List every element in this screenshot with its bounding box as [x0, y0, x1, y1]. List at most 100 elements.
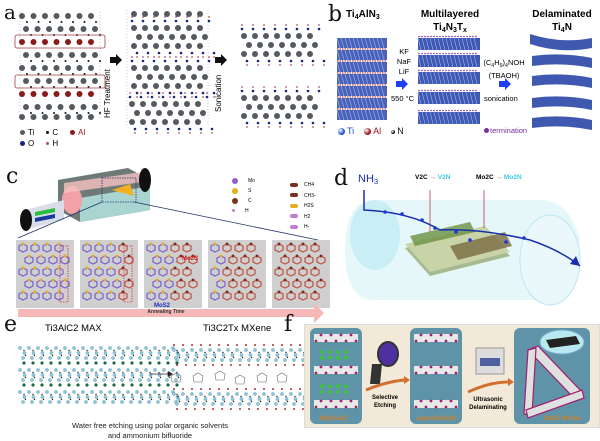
ti-atom — [176, 353, 181, 357]
ti-atom — [190, 348, 194, 352]
al-atom — [112, 361, 116, 365]
hexagon-ring — [106, 243, 116, 253]
termination-atom — [445, 89, 447, 92]
legend-label: CH4 — [304, 182, 315, 188]
o-atom — [196, 19, 200, 23]
lattice-line — [344, 61, 349, 73]
c-atom — [87, 60, 90, 62]
c-atom — [149, 371, 151, 374]
termination-atom — [418, 89, 420, 92]
c-atom — [99, 60, 101, 62]
h-atom — [195, 92, 197, 94]
ti-atom — [301, 42, 307, 48]
ti-atom — [45, 346, 49, 350]
legend-label: C — [248, 198, 252, 204]
ti-atom — [84, 356, 88, 360]
termination-atom — [451, 35, 453, 38]
hexagon-ring — [170, 291, 180, 301]
c-atom — [51, 398, 54, 401]
hexagon-ring — [286, 243, 296, 253]
lattice-line — [348, 85, 353, 97]
ti-atom — [39, 378, 43, 382]
termination-atom — [454, 89, 456, 92]
termination-atom — [424, 109, 426, 112]
al-atom — [58, 361, 62, 365]
al-atom — [103, 383, 107, 387]
h-atom — [312, 126, 314, 128]
ti-atom — [307, 33, 313, 39]
lattice-line — [417, 54, 422, 68]
c-atom — [176, 371, 178, 374]
c-atom — [140, 393, 142, 396]
mo-atom — [344, 405, 348, 409]
lattice-line — [457, 54, 462, 68]
c-atom — [122, 393, 124, 396]
o-atom — [190, 51, 194, 55]
legend-label: H2S — [304, 203, 314, 209]
c-atom — [99, 86, 101, 88]
delaminated-sheet — [532, 54, 592, 68]
ti-atom — [296, 51, 302, 57]
mo2c-flakes — [450, 232, 512, 260]
lattice-line — [429, 54, 434, 68]
hexagon-ring — [182, 291, 192, 301]
atom — [27, 254, 31, 258]
ti-atom — [283, 358, 287, 362]
hexagon-ring — [112, 279, 122, 289]
hexagon-ring — [82, 243, 92, 253]
atom — [149, 242, 153, 246]
atom-h-icon — [232, 209, 235, 213]
ti-atom — [120, 378, 124, 382]
termination-atom — [457, 89, 459, 92]
c-atom — [77, 349, 79, 352]
lattice-line — [437, 91, 442, 105]
legend-molecule: CH3- — [290, 191, 316, 202]
lattice-line — [425, 54, 430, 68]
termination-atom — [475, 35, 477, 38]
c-atom — [177, 395, 179, 398]
lattice-line — [465, 37, 470, 51]
lattice-line — [473, 37, 478, 51]
o-atom — [183, 95, 187, 99]
atom — [97, 242, 101, 246]
c-atom — [187, 356, 190, 359]
atom — [249, 266, 253, 270]
ti-atom — [31, 395, 36, 399]
h-atom — [142, 16, 144, 18]
ga-atom — [320, 356, 324, 360]
termination-atom — [463, 52, 465, 55]
hexagon-ring — [112, 255, 122, 265]
hexagon-ring — [234, 243, 244, 253]
selective-etching-label: Selective Etching — [366, 394, 404, 410]
ti-atom — [274, 113, 280, 119]
ti-atom — [246, 42, 252, 48]
mxene-layer — [337, 62, 387, 72]
ti-atom — [153, 83, 159, 89]
lattice-line — [352, 37, 357, 49]
o-atom — [210, 127, 214, 131]
hexagon-ring — [210, 267, 220, 277]
termination-atom — [436, 35, 438, 38]
atom — [45, 290, 49, 294]
o-atom — [295, 89, 299, 93]
lattice-line — [336, 49, 341, 61]
hexagon-ring — [100, 255, 110, 265]
delaminated-title: Delaminated Ti4N — [530, 8, 594, 37]
hexagon-ring — [106, 291, 116, 301]
c-atom — [96, 376, 99, 379]
ti-atom — [148, 351, 153, 355]
ti-atom — [138, 378, 142, 382]
al-atom — [31, 383, 35, 387]
mo-atom — [334, 371, 338, 375]
h-atom — [175, 56, 177, 58]
h-atom — [142, 56, 144, 58]
lattice-line — [380, 49, 385, 61]
lattice-line — [425, 91, 430, 105]
atom — [149, 290, 153, 294]
ti-atom — [175, 83, 181, 89]
c-atom — [53, 86, 55, 88]
al-atom — [130, 361, 134, 365]
h-atom — [189, 132, 191, 134]
atom — [127, 254, 131, 258]
